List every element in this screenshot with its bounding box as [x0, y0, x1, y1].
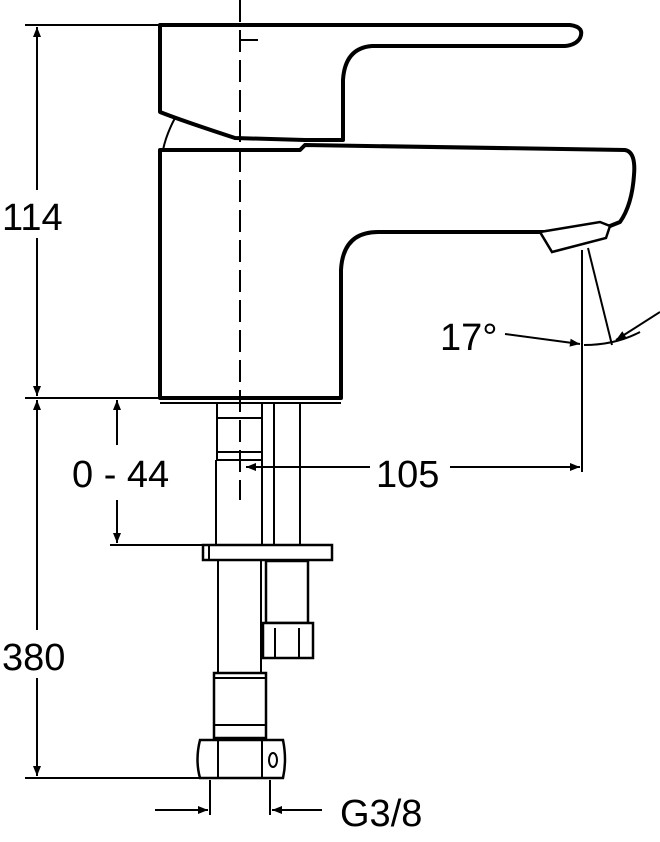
mounting-plate — [201, 543, 334, 562]
dim-380-label: 380 — [2, 637, 65, 679]
dim-105-label: 105 — [376, 454, 439, 496]
height-dimensions — [0, 24, 200, 779]
aerator — [537, 220, 612, 254]
mixer-body — [158, 143, 637, 404]
reach-dimension — [246, 250, 583, 472]
angle-dimension — [504, 247, 660, 347]
lever-handle — [158, 23, 584, 151]
dim-0-44-label: 0 - 44 — [72, 454, 169, 496]
dim-17-degree-label: 17° — [440, 317, 497, 359]
connection-nut — [196, 738, 287, 780]
thread-dimension — [155, 780, 322, 815]
dim-114-label: 114 — [2, 197, 63, 239]
hose-nut — [261, 621, 315, 660]
dim-g3-8-label: G3/8 — [340, 793, 422, 835]
supply-pipes — [196, 402, 334, 780]
deck-thickness-dimension — [110, 400, 203, 546]
